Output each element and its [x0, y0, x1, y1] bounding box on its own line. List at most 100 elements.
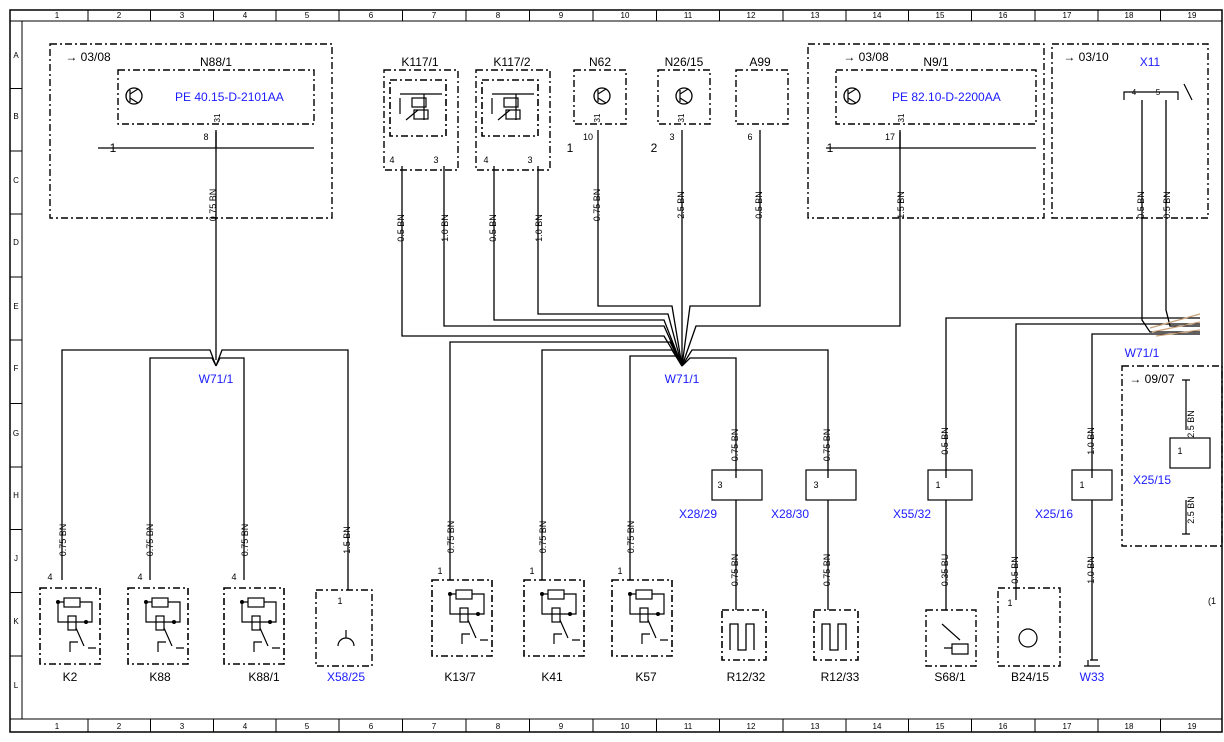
module-n88-1-label: N88/1	[200, 55, 232, 69]
grid-col-top-7: 7	[432, 11, 437, 20]
pin-4-k117-2: 4	[483, 155, 488, 165]
pin-17: 17	[885, 132, 895, 142]
wire-label-w10a: 1.0 BN	[440, 214, 450, 242]
pin-31-n62: 31	[593, 113, 602, 122]
pin-1-n88: 1	[110, 141, 117, 155]
pin-x28-30: 3	[813, 480, 818, 490]
grid-row-B: B	[13, 112, 18, 121]
grid-col-bottom-9: 9	[559, 722, 564, 731]
pin-4-x11: 4	[1132, 88, 1137, 97]
pin-3-n26: 3	[669, 132, 674, 142]
grid-row-J: J	[14, 554, 18, 563]
wire-label-w05e: 0.5 BN	[1162, 191, 1172, 219]
wire-label-w075f: 0.75 BN	[446, 521, 456, 554]
grid-col-top-6: 6	[369, 11, 374, 20]
ref-03-10: → 03/10	[1063, 50, 1109, 64]
grid-col-bottom-2: 2	[117, 722, 122, 731]
connector-x25-15: X25/15	[1133, 473, 1171, 487]
wire-label-w05c: 0.5 BN	[754, 191, 764, 219]
pin-31-n88: 31	[213, 113, 222, 122]
n9-1-transistor-icon	[843, 87, 861, 105]
wire-label-w10d: 1.0 BN	[1086, 556, 1096, 584]
wire-label-w25c: 2.5 BN	[1186, 496, 1196, 524]
module-n26-15-label: N26/15	[665, 55, 704, 69]
grid-row-E: E	[13, 302, 18, 311]
wire-label-w15b: 1.5 BN	[342, 526, 352, 554]
wire-label-w075e: 0.75 BN	[240, 524, 250, 557]
pin-b24-15: 1	[1007, 598, 1012, 608]
wire-label-w075d: 0.75 BN	[145, 524, 155, 557]
connector-w71-1-center: W71/1	[665, 372, 700, 386]
connector-w33: W33	[1080, 670, 1105, 684]
grid-col-bottom-8: 8	[496, 722, 501, 731]
pin-31-n9: 31	[897, 113, 906, 122]
grid-row-A: A	[13, 51, 19, 60]
wire-label-w10b: 1.0 BN	[534, 214, 544, 242]
grid-col-top-19: 19	[1188, 11, 1197, 20]
wire-label-w075c: 0.75 BN	[58, 524, 68, 557]
module-n9-1-label: N9/1	[923, 55, 949, 69]
connector-w71-1-right: W71/1	[1125, 346, 1160, 360]
grid-row-C: C	[13, 176, 19, 185]
grid-col-top-16: 16	[999, 11, 1008, 20]
grid-row-K: K	[13, 617, 19, 626]
module-k117-1-label: K117/1	[401, 55, 438, 69]
module-x11-label: X11	[1140, 55, 1161, 69]
r12-32-symbol	[721, 609, 767, 661]
ref-03-08-left: → 03/08	[65, 50, 111, 64]
r12-33-symbol	[813, 609, 859, 661]
component-s68-1-label: S68/1	[934, 670, 966, 684]
pin-k88-1: 4	[231, 572, 236, 582]
grid-col-bottom-15: 15	[936, 722, 945, 731]
pin-x25-15: 1	[1177, 446, 1182, 456]
pin-2-n26: 2	[651, 141, 658, 155]
component-k41-label: K41	[541, 670, 563, 684]
k13-7-symbol	[431, 579, 493, 657]
k2-symbol	[39, 587, 101, 665]
grid-col-top-13: 13	[811, 11, 820, 20]
pin-4-k117-1: 4	[389, 155, 394, 165]
wire-label-w25b: 2.5 BN	[1186, 410, 1196, 438]
module-a99-label: A99	[749, 55, 771, 69]
grid-col-bottom-19: 19	[1188, 722, 1197, 731]
pin-6: 6	[747, 132, 752, 142]
wire-label-w15a: 1.5 BN	[896, 191, 906, 219]
partial-component-pin: (1	[1208, 596, 1216, 606]
k117-1-symbol	[389, 79, 447, 137]
connector-x28-30: X28/30	[771, 507, 809, 521]
grid-col-top-9: 9	[559, 11, 564, 20]
wire-label-w075b: 0.75 BN	[592, 189, 602, 222]
n88-1-transistor-icon	[125, 87, 143, 105]
grid-col-top-14: 14	[873, 11, 882, 20]
s68-1-symbol	[925, 609, 977, 667]
wire-label-w05b: 0.5 BN	[488, 214, 498, 242]
grid-col-top-2: 2	[117, 11, 122, 20]
component-k57-label: K57	[635, 670, 657, 684]
pin-k13-7: 1	[437, 566, 442, 576]
wire-label-w05a: 0.5 BN	[396, 214, 406, 242]
wire-label-w075j: 0.75 BN	[822, 429, 832, 462]
grid-col-top-1: 1	[55, 11, 60, 20]
grid-col-top-4: 4	[243, 11, 248, 20]
wire-label-w075g: 0.75 BN	[538, 521, 548, 554]
grid-col-bottom-3: 3	[180, 722, 185, 731]
pin-k41: 1	[529, 566, 534, 576]
wire-label-w05g: 0.5 BN	[1010, 556, 1020, 584]
ref-03-08-right: → 03/08	[843, 50, 889, 64]
grid-row-F: F	[14, 364, 19, 373]
pin-1-n9: 1	[827, 141, 834, 155]
grid-col-bottom-16: 16	[999, 722, 1008, 731]
pin-x55-32: 1	[935, 480, 940, 490]
wire-label-w075i: 0.75 BN	[730, 429, 740, 462]
pin-1-n62: 1	[567, 141, 574, 155]
pin-k57: 1	[617, 566, 622, 576]
component-k88-1-label: K88/1	[248, 670, 280, 684]
grid-row-G: G	[13, 429, 19, 438]
component-k13-7-label: K13/7	[444, 670, 476, 684]
wire-label-w075h: 0.75 BN	[626, 521, 636, 554]
wire-label-w075a: 0.75 BN	[208, 189, 218, 222]
k88-symbol	[127, 587, 189, 665]
k41-symbol	[523, 579, 585, 657]
connector-x58-25: X58/25	[327, 670, 365, 684]
